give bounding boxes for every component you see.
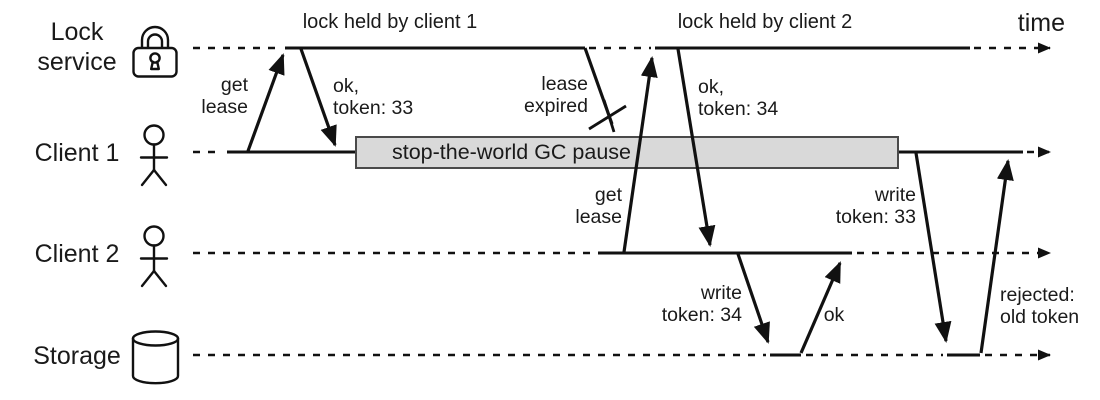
person-icon	[139, 225, 169, 288]
write-token-34-arrow	[736, 253, 770, 344]
lease-expired-mark	[583, 47, 627, 133]
gc-pause-label: stop-the-world GC pause	[392, 140, 631, 164]
write-token-34-label: write token: 34	[661, 282, 742, 326]
database-cylinder-icon	[131, 330, 180, 385]
ok-token-33-arrow	[299, 48, 337, 147]
lease-expired-label: lease expired	[524, 73, 588, 117]
padlock-icon	[132, 25, 178, 78]
person-icon	[139, 124, 169, 187]
get-lease-1-label: get lease	[201, 74, 248, 118]
rejected-old-token-label: rejected: old token	[1000, 284, 1080, 328]
write-token-33-arrow	[914, 152, 952, 343]
ok-token-33-label: ok, token: 33	[333, 75, 414, 119]
storage-row-label: Storage	[33, 342, 121, 370]
rejected-arrow	[979, 159, 1014, 354]
get-lease-2-label: get lease	[575, 184, 622, 228]
get-lease-1-arrow	[246, 53, 285, 152]
get-lease-2-arrow	[622, 56, 658, 253]
lock-service-row-label: Lock service	[37, 18, 117, 76]
time-axis-label: time	[1017, 9, 1065, 37]
ok-token-34-arrow	[676, 48, 716, 247]
ok-token-34-label: ok, token: 34	[698, 76, 779, 120]
client-1-row-label: Client 1	[34, 139, 120, 167]
lock-held-client1-label: lock held by client 1	[302, 11, 478, 33]
gc-pause-box	[355, 136, 899, 169]
ok-ack-label: ok	[823, 304, 845, 326]
write-token-33-label: write token: 33	[835, 184, 916, 228]
client-2-row-label: Client 2	[34, 240, 120, 268]
lock-held-client2-label: lock held by client 2	[677, 11, 853, 33]
ok-ack-arrow	[799, 261, 842, 354]
